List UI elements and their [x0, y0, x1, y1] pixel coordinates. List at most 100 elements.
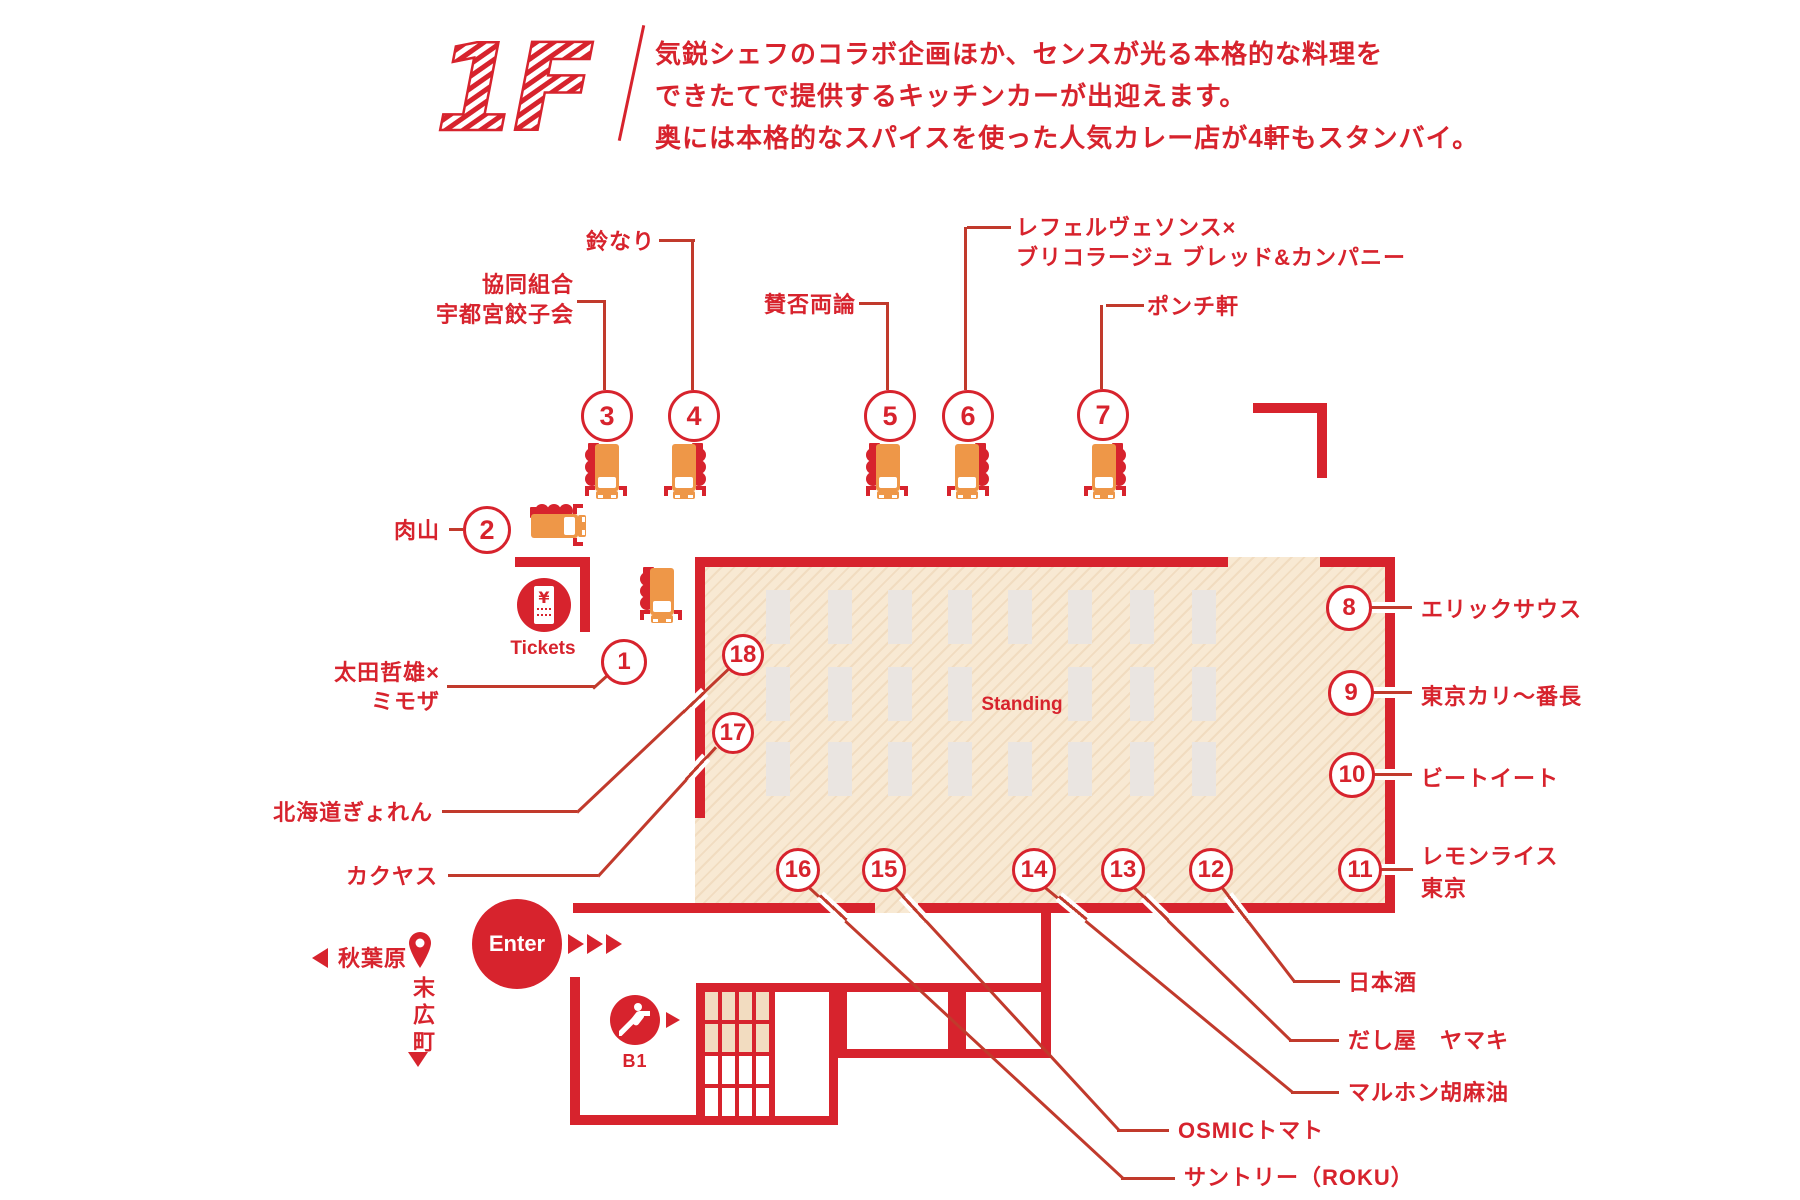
stairs-cell	[739, 992, 752, 1020]
stall-number: 3	[599, 400, 615, 431]
stall-number: 4	[686, 400, 702, 431]
stall-label-line: 太田哲雄×	[334, 660, 440, 685]
tickets-corner-wall-h	[515, 557, 590, 567]
hall-wall-bottom-left	[573, 903, 875, 913]
standing-table	[1130, 667, 1154, 721]
stall-label-line: 肉山	[393, 518, 440, 543]
stall-circle-2: 2	[463, 506, 511, 554]
stall-label-13: だし屋 ヤマキ	[1348, 1026, 1608, 1055]
stall-label-14: マルホン胡麻油	[1348, 1078, 1608, 1107]
standing-table	[1008, 590, 1032, 644]
standing-table	[888, 590, 912, 644]
stall-number: 16	[784, 856, 812, 883]
map-pin-icon	[409, 932, 431, 968]
stairs-cell	[756, 992, 769, 1020]
lower-wall-vertical	[570, 977, 580, 1125]
header-description-line-2: できたてで提供するキッチンカーが出迎えます。	[655, 81, 1247, 111]
stall-circle-8: 8	[1326, 585, 1372, 631]
stall-label-line: 日本酒	[1348, 970, 1418, 995]
leader-line	[449, 527, 463, 531]
stall-circle-13: 13	[1101, 848, 1145, 892]
leader-line	[1373, 768, 1412, 780]
leader-line	[1289, 1038, 1339, 1042]
stall-label-line: カクヤス	[345, 864, 438, 889]
stall-circle-3: 3	[581, 390, 633, 442]
stall-label-16: サントリー（ROKU）	[1184, 1163, 1484, 1192]
leader-line	[1380, 863, 1413, 875]
stairs-cell	[722, 1088, 735, 1116]
stall-number: 14	[1020, 856, 1048, 883]
stall-circle-15: 15	[862, 848, 906, 892]
stall-number: 1	[617, 648, 631, 675]
stall-label-line: だし屋 ヤマキ	[1348, 1028, 1510, 1053]
enter-label: Enter	[488, 931, 546, 956]
stairs-cell	[705, 1088, 718, 1116]
leader-line	[967, 225, 1011, 229]
b1-escalator	[610, 995, 660, 1050]
lower-room-a	[838, 983, 957, 1058]
stall-circle-18: 18	[722, 634, 764, 676]
stall-label-8: エリックサウス	[1421, 595, 1681, 624]
floor-logo: 1F	[434, 19, 601, 156]
standing-table	[948, 667, 972, 721]
stall-label-line: 鈴なり	[585, 229, 655, 254]
leader-line	[690, 240, 694, 390]
standing-table	[1130, 742, 1154, 796]
stairs-cell	[739, 1088, 752, 1116]
leader-line	[1099, 305, 1103, 389]
stall-label-3: 協同組合宇都宮餃子会	[374, 270, 574, 330]
stall-circle-10: 10	[1329, 752, 1375, 798]
stall-label-line: エリックサウス	[1421, 597, 1583, 622]
leader-line	[885, 303, 889, 390]
stall-circle-5: 5	[864, 390, 916, 442]
stall-number: 2	[479, 514, 495, 545]
tickets-label: Tickets	[510, 638, 576, 659]
stall-label-line: レフェルヴェソンス×	[1016, 215, 1237, 240]
stall-label-line: サントリー（ROKU）	[1184, 1165, 1414, 1190]
leader-line	[963, 227, 967, 390]
left-arrow-icon	[312, 948, 328, 968]
standing-table	[1008, 742, 1032, 796]
stall-circle-14: 14	[1012, 848, 1056, 892]
enter-circle: Enter	[472, 899, 562, 989]
food-truck-icon	[529, 502, 587, 546]
stall-label-2: 肉山	[240, 516, 440, 545]
b1-arrow-icon	[666, 1012, 680, 1028]
stall-circle-11: 11	[1338, 848, 1382, 892]
ticket-icon: ¥	[517, 578, 571, 632]
stall-number: 17	[719, 719, 747, 746]
food-truck-icon	[864, 442, 908, 500]
leader-line	[602, 301, 606, 390]
stall-label-18: 北海道ぎょれん	[233, 798, 433, 827]
stairs-cell	[739, 1056, 752, 1084]
standing-table	[1068, 590, 1092, 644]
stall-circle-6: 6	[942, 390, 994, 442]
svg-text:¥: ¥	[538, 588, 549, 607]
stall-number: 9	[1344, 679, 1358, 706]
top-right-corner-wall-h	[1253, 403, 1327, 413]
header-description-line-1: 気鋭シェフのコラボ企画ほか、センスが光る本格的な料理を	[655, 39, 1383, 69]
hall-wall-top-right	[1320, 557, 1395, 567]
standing-table	[828, 667, 852, 721]
hall-wall-right	[1385, 557, 1395, 913]
standing-table	[948, 742, 972, 796]
leader-line	[447, 684, 595, 688]
leader-line	[1291, 1090, 1339, 1094]
standing-table	[888, 742, 912, 796]
header-description-line-3: 奥には本格的なスパイスを使った人気カレー店が4軒もスタンバイ。	[655, 123, 1480, 153]
food-truck-icon	[947, 442, 991, 500]
standing-table	[948, 590, 972, 644]
leader-line	[659, 238, 695, 242]
stairs-cell	[722, 992, 735, 1020]
stall-label-7: ポンチ軒	[1147, 292, 1347, 321]
stall-circle-16: 16	[776, 848, 820, 892]
standing-table	[828, 590, 852, 644]
food-truck-icon	[664, 442, 708, 500]
leader-line	[859, 301, 889, 305]
station-left-label: 秋葉原	[338, 946, 408, 971]
stall-label-1: 太田哲雄×ミモザ	[240, 658, 440, 716]
stall-circle-4: 4	[668, 390, 720, 442]
stall-label-line: マルホン胡麻油	[1348, 1080, 1510, 1105]
leader-line	[1117, 1128, 1169, 1132]
food-truck-icon	[583, 442, 627, 500]
